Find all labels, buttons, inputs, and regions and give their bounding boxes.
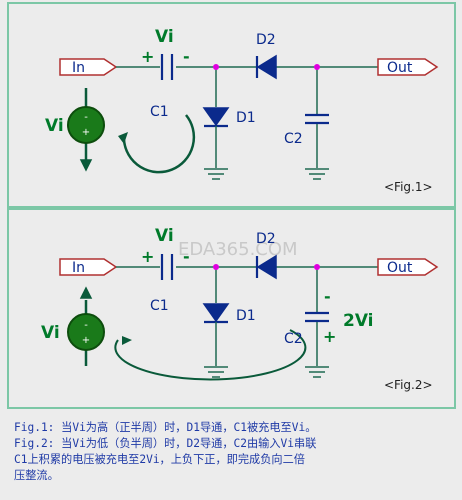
fig1-c2-capacitor-icon — [305, 113, 329, 125]
fig1-node — [213, 64, 219, 70]
fig2-in-terminal — [59, 258, 118, 276]
svg-text:+: + — [82, 127, 90, 138]
fig1-vi-cap-label: Vi — [155, 27, 174, 47]
fig2-tag: <Fig.2> — [384, 378, 433, 392]
fig2-c2-plus-label: + — [323, 327, 336, 346]
fig1-c2-ground-icon — [305, 168, 329, 180]
fig1-c2-label: C2 — [284, 131, 303, 147]
fig1-in-terminal — [59, 58, 118, 76]
fig2-c2-minus-label: - — [324, 287, 331, 306]
fig1-d1-ground-icon — [204, 168, 228, 180]
fig2-out-label: Out — [387, 260, 413, 276]
fig1-node — [314, 64, 320, 70]
svg-text:-: - — [84, 320, 88, 331]
fig2-in-label: In — [72, 260, 85, 276]
fig2-current-loop-arrow-icon — [114, 329, 307, 381]
fig1-current-loop-arrow-icon — [118, 114, 196, 174]
fig1-d2-diode-icon — [255, 54, 277, 80]
svg-text:-: - — [84, 112, 88, 123]
fig1-out-label: Out — [387, 60, 413, 76]
watermark: EDA365.COM — [178, 239, 298, 260]
fig2-ac-voltage-source-icon: - + — [67, 313, 105, 351]
fig1-frame — [7, 2, 456, 208]
fig2-plus-label: + — [141, 247, 154, 266]
caption-line: C1上积累的电压被充电至2Vi，上负下正，即完成负向二倍 — [14, 453, 305, 466]
caption-line: Fig.2: 当Vi为低（负半周）时，D2导通，C2由输入Vi串联 — [14, 437, 317, 450]
fig2-d2-label: D2 — [256, 231, 276, 247]
fig2-c2-capacitor-icon — [305, 311, 329, 323]
fig1-c1-capacitor-icon — [160, 54, 174, 80]
fig1-vi-label: Vi — [45, 116, 64, 136]
fig1: - + — [59, 54, 439, 180]
fig2: - + — [59, 254, 439, 381]
fig2-c2-label: C2 — [284, 331, 303, 347]
fig2-minus-label: - — [183, 247, 190, 266]
fig1-plus-label: + — [141, 47, 154, 66]
fig1-out-terminal — [377, 58, 439, 76]
fig1-tag: <Fig.1> — [384, 180, 433, 194]
fig1-in-label: In — [72, 60, 85, 76]
fig2-d1-ground-icon — [204, 366, 228, 378]
fig1-d1-label: D1 — [236, 110, 256, 126]
fig1-c1-label: C1 — [150, 104, 169, 120]
fig2-vi-cap-label: Vi — [155, 226, 174, 246]
fig2-out-terminal — [377, 258, 439, 276]
fig2-c2-ground-icon — [305, 366, 329, 378]
fig1-d2-label: D2 — [256, 32, 276, 48]
fig2-c1-capacitor-icon — [160, 254, 174, 280]
fig1-ac-voltage-source-icon: - + — [67, 106, 105, 144]
svg-text:+: + — [82, 335, 90, 346]
fig2-d1-label: D1 — [236, 308, 256, 324]
fig2-c1-label: C1 — [150, 298, 169, 314]
fig2-vi-label: Vi — [41, 323, 60, 343]
fig2-node — [314, 264, 320, 270]
fig2-d2-diode-icon — [255, 254, 277, 280]
fig2-node — [213, 264, 219, 270]
fig2-frame — [7, 208, 456, 409]
fig1-minus-label: - — [183, 47, 190, 66]
fig2-2vi-label: 2Vi — [343, 311, 374, 331]
caption-line: Fig.1: 当Vi为高（正半周）时，D1导通，C1被充电至Vi。 — [14, 421, 317, 434]
caption-line: 压整流。 — [14, 469, 59, 482]
caption: Fig.1: 当Vi为高（正半周）时，D1导通，C1被充电至Vi。 Fig.2:… — [14, 420, 454, 484]
